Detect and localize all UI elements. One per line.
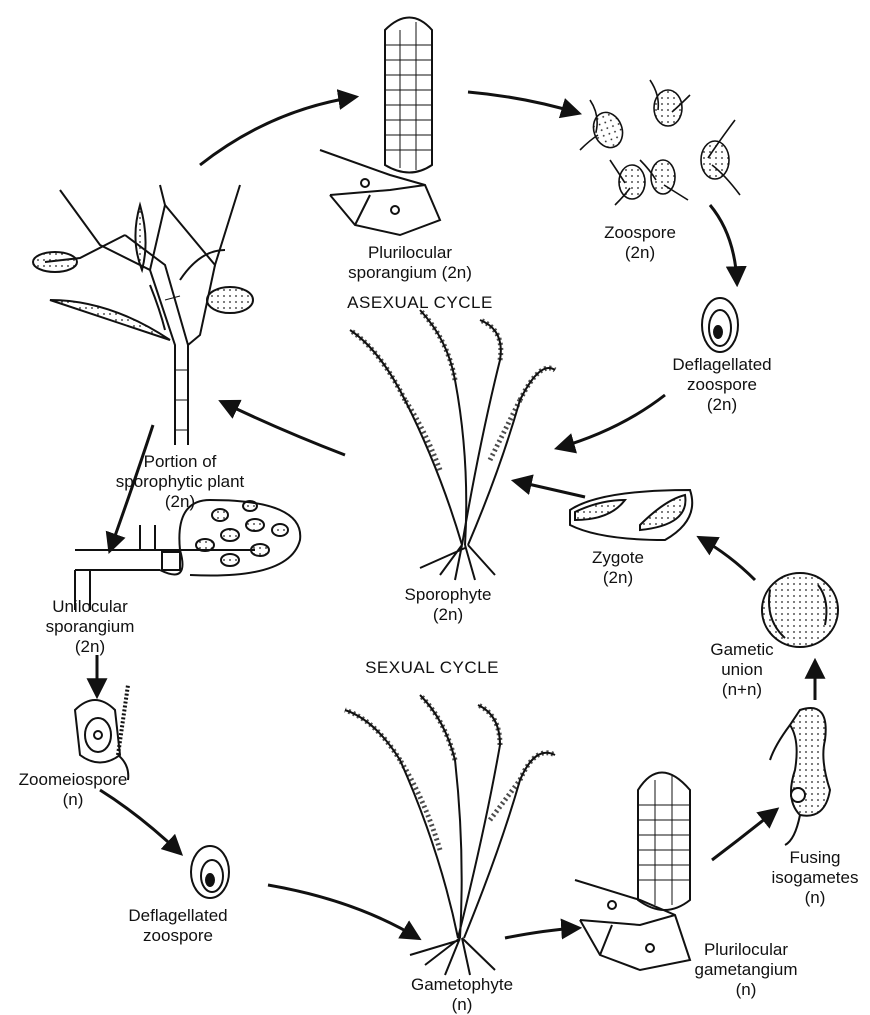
label-gametic-union: Gametic union (n+n) [710,640,773,700]
arrow-deflagellated-to-sporophyte [558,395,665,448]
label-gametophyte: Gametophyte (n) [411,975,513,1015]
unilocular-sporangium-drawing [75,500,300,610]
arrow-gametophyte-to-gametangium [505,928,578,938]
label-portion-sporophytic-plant: Portion of sporophytic plant (2n) [116,452,245,512]
sporophytic-plant-drawing [33,185,253,445]
gametophyte-drawing [345,695,555,975]
label-fusing-isogametes: Fusing isogametes (n) [772,848,859,908]
plurilocular-gametangium-drawing [575,773,690,971]
label-plurilocular-gametangium: Plurilocular gametangium (n) [694,940,797,1000]
zygote-drawing [570,490,692,540]
label-deflagellated-zoospore-bottom: Deflagellated zoospore [128,906,227,946]
deflagellated-zoospore-top-drawing [702,298,738,352]
arrow-union-to-zygote [700,538,755,580]
label-sexual-cycle: SEXUAL CYCLE [365,658,499,678]
cycle-arrows [97,92,815,938]
arrow-zygote-to-sporophyte [515,481,585,497]
label-unilocular-sporangium: Unilocular sporangium (2n) [46,597,135,657]
label-sporophyte: Sporophyte (2n) [405,585,492,625]
label-deflagellated-zoospore-top: Deflagellated zoospore (2n) [672,355,771,415]
zoomeiospore-drawing [75,685,128,780]
deflagellated-zoospore-bottom-drawing [191,846,229,898]
sporophyte-drawing [350,310,555,580]
fusing-isogametes-drawing [770,708,830,845]
plurilocular-sporangium-drawing [320,18,440,236]
label-plurilocular-sporangium: Plurilocular sporangium (2n) [348,243,472,283]
gametic-union-drawing [762,573,838,647]
arrow-gametangium-to-isogametes [712,810,776,860]
label-asexual-cycle: ASEXUAL CYCLE [347,293,493,313]
arrow-plurilocular-to-zoospore [468,92,578,113]
arrow-zoospore-to-deflagellated [710,205,737,283]
label-zygote: Zygote (2n) [592,548,644,588]
zoospores-drawing [580,80,740,205]
arrow-deflagellated-to-gametophyte [268,885,418,938]
label-zoomeiospore: Zoomeiospore (n) [19,770,128,810]
label-zoospore: Zoospore (2n) [604,223,676,263]
arrow-sporophyte-to-plant [222,402,345,455]
